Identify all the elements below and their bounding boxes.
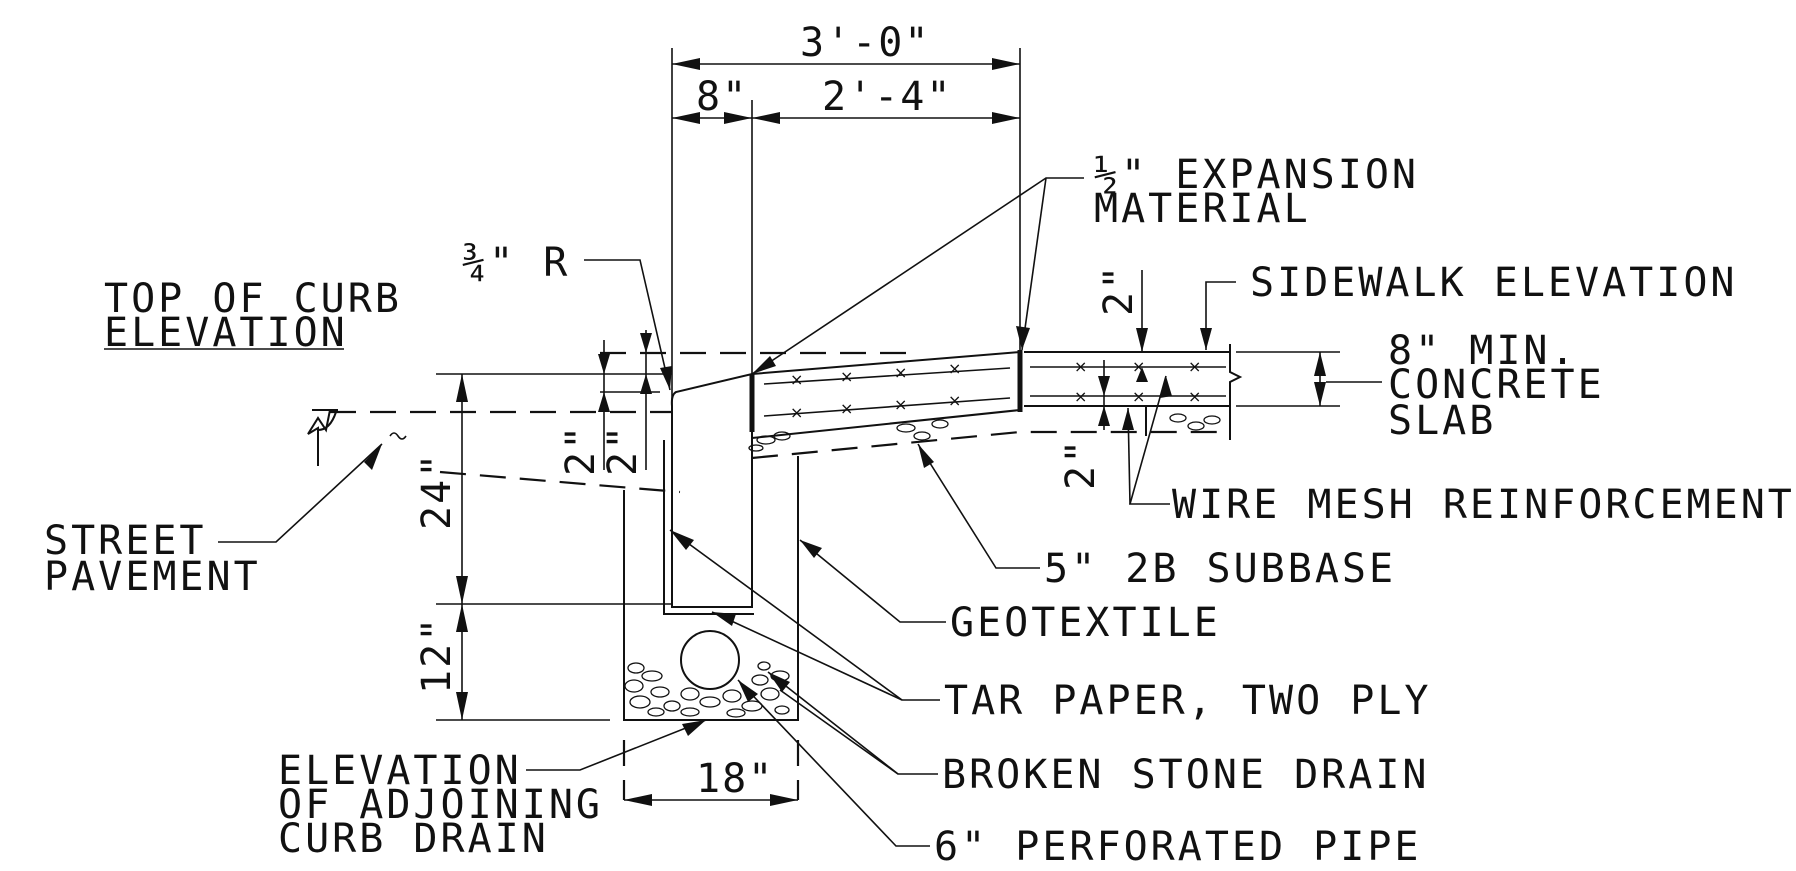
svg-text:×: ×	[1074, 387, 1087, 406]
svg-text:×: ×	[790, 403, 803, 422]
label-tar-paper: TAR PAPER, TWO PLY	[944, 678, 1431, 724]
dim-drain-width: 18"	[696, 756, 774, 802]
label-pipe: 6" PERFORATED PIPE	[934, 824, 1421, 870]
svg-text:×: ×	[1132, 387, 1145, 406]
label-top-of-curb-1: TOP OF CURB	[104, 276, 402, 322]
dim-reveal-b: 2"	[600, 424, 646, 476]
label-slab-2: CONCRETE	[1388, 362, 1605, 408]
dim-overall-width: 3'-0"	[800, 20, 930, 66]
label-curb-drain-1: ELEVATION	[278, 748, 522, 794]
dim-slab-width: 2'-4"	[822, 74, 952, 120]
dimension-text: 3'-0" 8" 2'-4" 18" 24" 12" 2" 2" 2" 2"	[414, 20, 1142, 802]
svg-text:×: ×	[894, 395, 907, 414]
dim-mesh-top: 2"	[1096, 264, 1142, 316]
svg-text:×: ×	[1074, 357, 1087, 376]
label-subbase: 5" 2B SUBBASE	[1044, 546, 1396, 592]
leader-lines	[218, 177, 1382, 847]
street-pavement-break	[307, 409, 407, 466]
label-slab-1: 8" MIN.	[1388, 328, 1578, 374]
label-geotextile: GEOTEXTILE	[950, 600, 1221, 646]
label-broken-stone: BROKEN STONE DRAIN	[942, 752, 1429, 798]
label-expansion-2: MATERIAL	[1094, 186, 1311, 232]
svg-text:×: ×	[1188, 387, 1201, 406]
label-sidewalk-elevation: SIDEWALK ELEVATION	[1250, 260, 1737, 306]
label-curb-drain-3: CURB DRAIN	[278, 816, 549, 862]
svg-text:×: ×	[948, 359, 961, 378]
label-wire-mesh: WIRE MESH REINFORCEMENT	[1172, 482, 1795, 528]
wire-mesh: × × × × × × × × × × × × × ×	[763, 357, 1226, 422]
dim-reveal-a: 2"	[558, 424, 604, 476]
label-street-1: STREET	[44, 518, 207, 564]
label-expansion-1: ½" EXPANSION	[1094, 152, 1419, 198]
label-street-2: PAVEMENT	[44, 554, 261, 600]
svg-text:×: ×	[948, 391, 961, 410]
dim-mesh-bottom: 2"	[1058, 438, 1104, 490]
callout-labels: TOP OF CURB ELEVATION STREET PAVEMENT ¾"…	[44, 152, 1795, 870]
svg-text:×: ×	[840, 367, 853, 386]
svg-text:×: ×	[790, 370, 803, 389]
dim-drain-depth: 12"	[414, 616, 460, 694]
label-radius: ¾" R	[462, 240, 570, 286]
dim-curb-width: 8"	[696, 74, 748, 120]
label-curb-drain-2: OF ADJOINING	[278, 782, 603, 828]
svg-text:×: ×	[1188, 357, 1201, 376]
dimension-lines	[436, 48, 1340, 806]
curb-drain-structure	[623, 344, 1243, 721]
elevation-lines	[330, 351, 910, 800]
dim-curb-depth: 24"	[414, 452, 460, 530]
svg-text:×: ×	[840, 399, 853, 418]
svg-text:×: ×	[894, 363, 907, 382]
label-slab-3: SLAB	[1388, 398, 1496, 444]
